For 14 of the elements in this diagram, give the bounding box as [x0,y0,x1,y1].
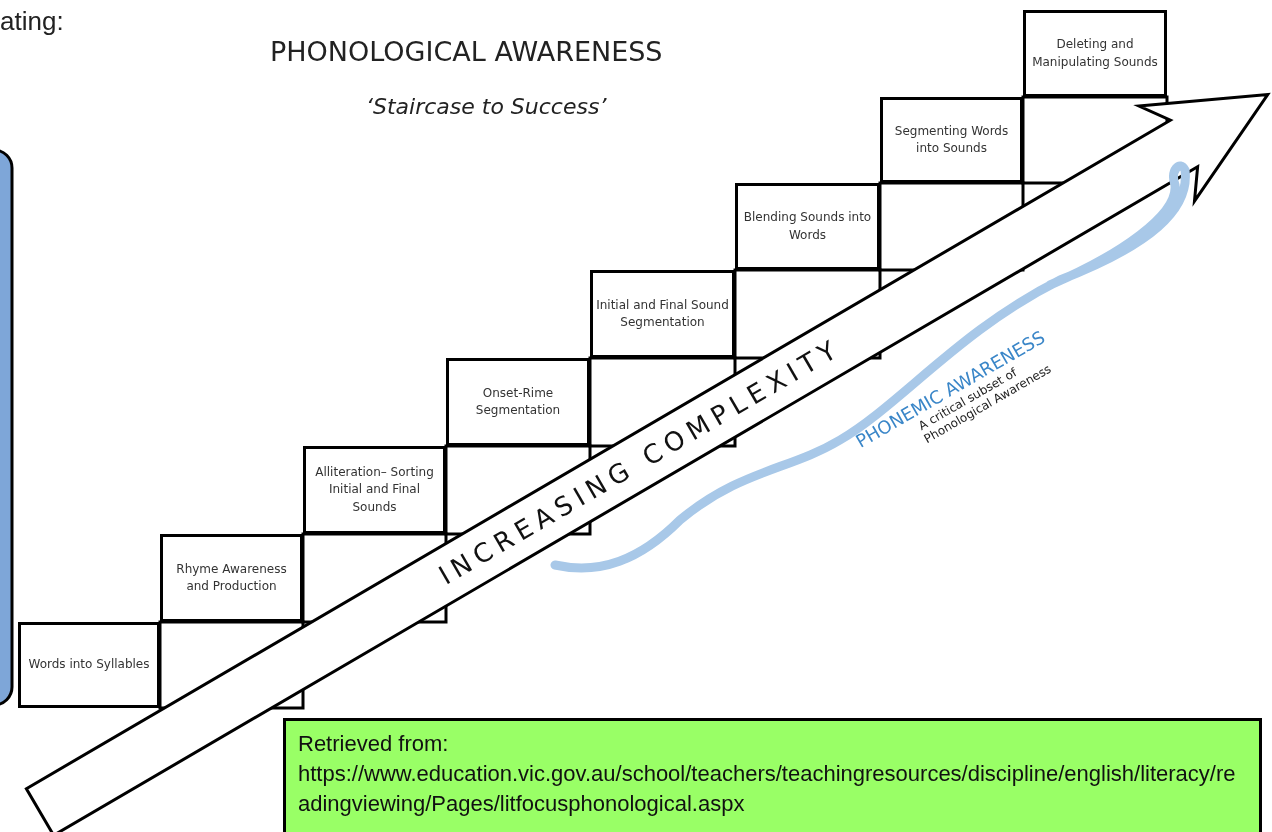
step-box: Alliteration– Sorting Initial and Final Sounds [303,446,446,534]
source-url: https://www.education.vic.gov.au/school/teachers/teachingresources/discipline/english/literacy/readingviewing/Pages/litfocusphonological.aspx [298,760,1237,818]
step-box: Blending Sounds into Words [735,183,880,270]
step-box: Rhyme Awareness and Production [160,534,303,622]
step-box: Segmenting Words into Sounds [880,97,1023,183]
step-box: Onset-Rime Segmentation [446,358,590,446]
step-box: Initial and Final Sound Segmentation [590,270,735,358]
step-box: Deleting and Manipulating Sounds [1023,10,1167,97]
cut-off-text: ating: [0,6,64,37]
title: PHONOLOGICAL AWARENESS [270,36,663,67]
source-heading: Retrieved from: [298,730,450,758]
subtitle: ‘Staircase to Success’ [366,94,607,119]
step-box: Words into Syllables [18,622,160,708]
source-box [283,718,1262,832]
